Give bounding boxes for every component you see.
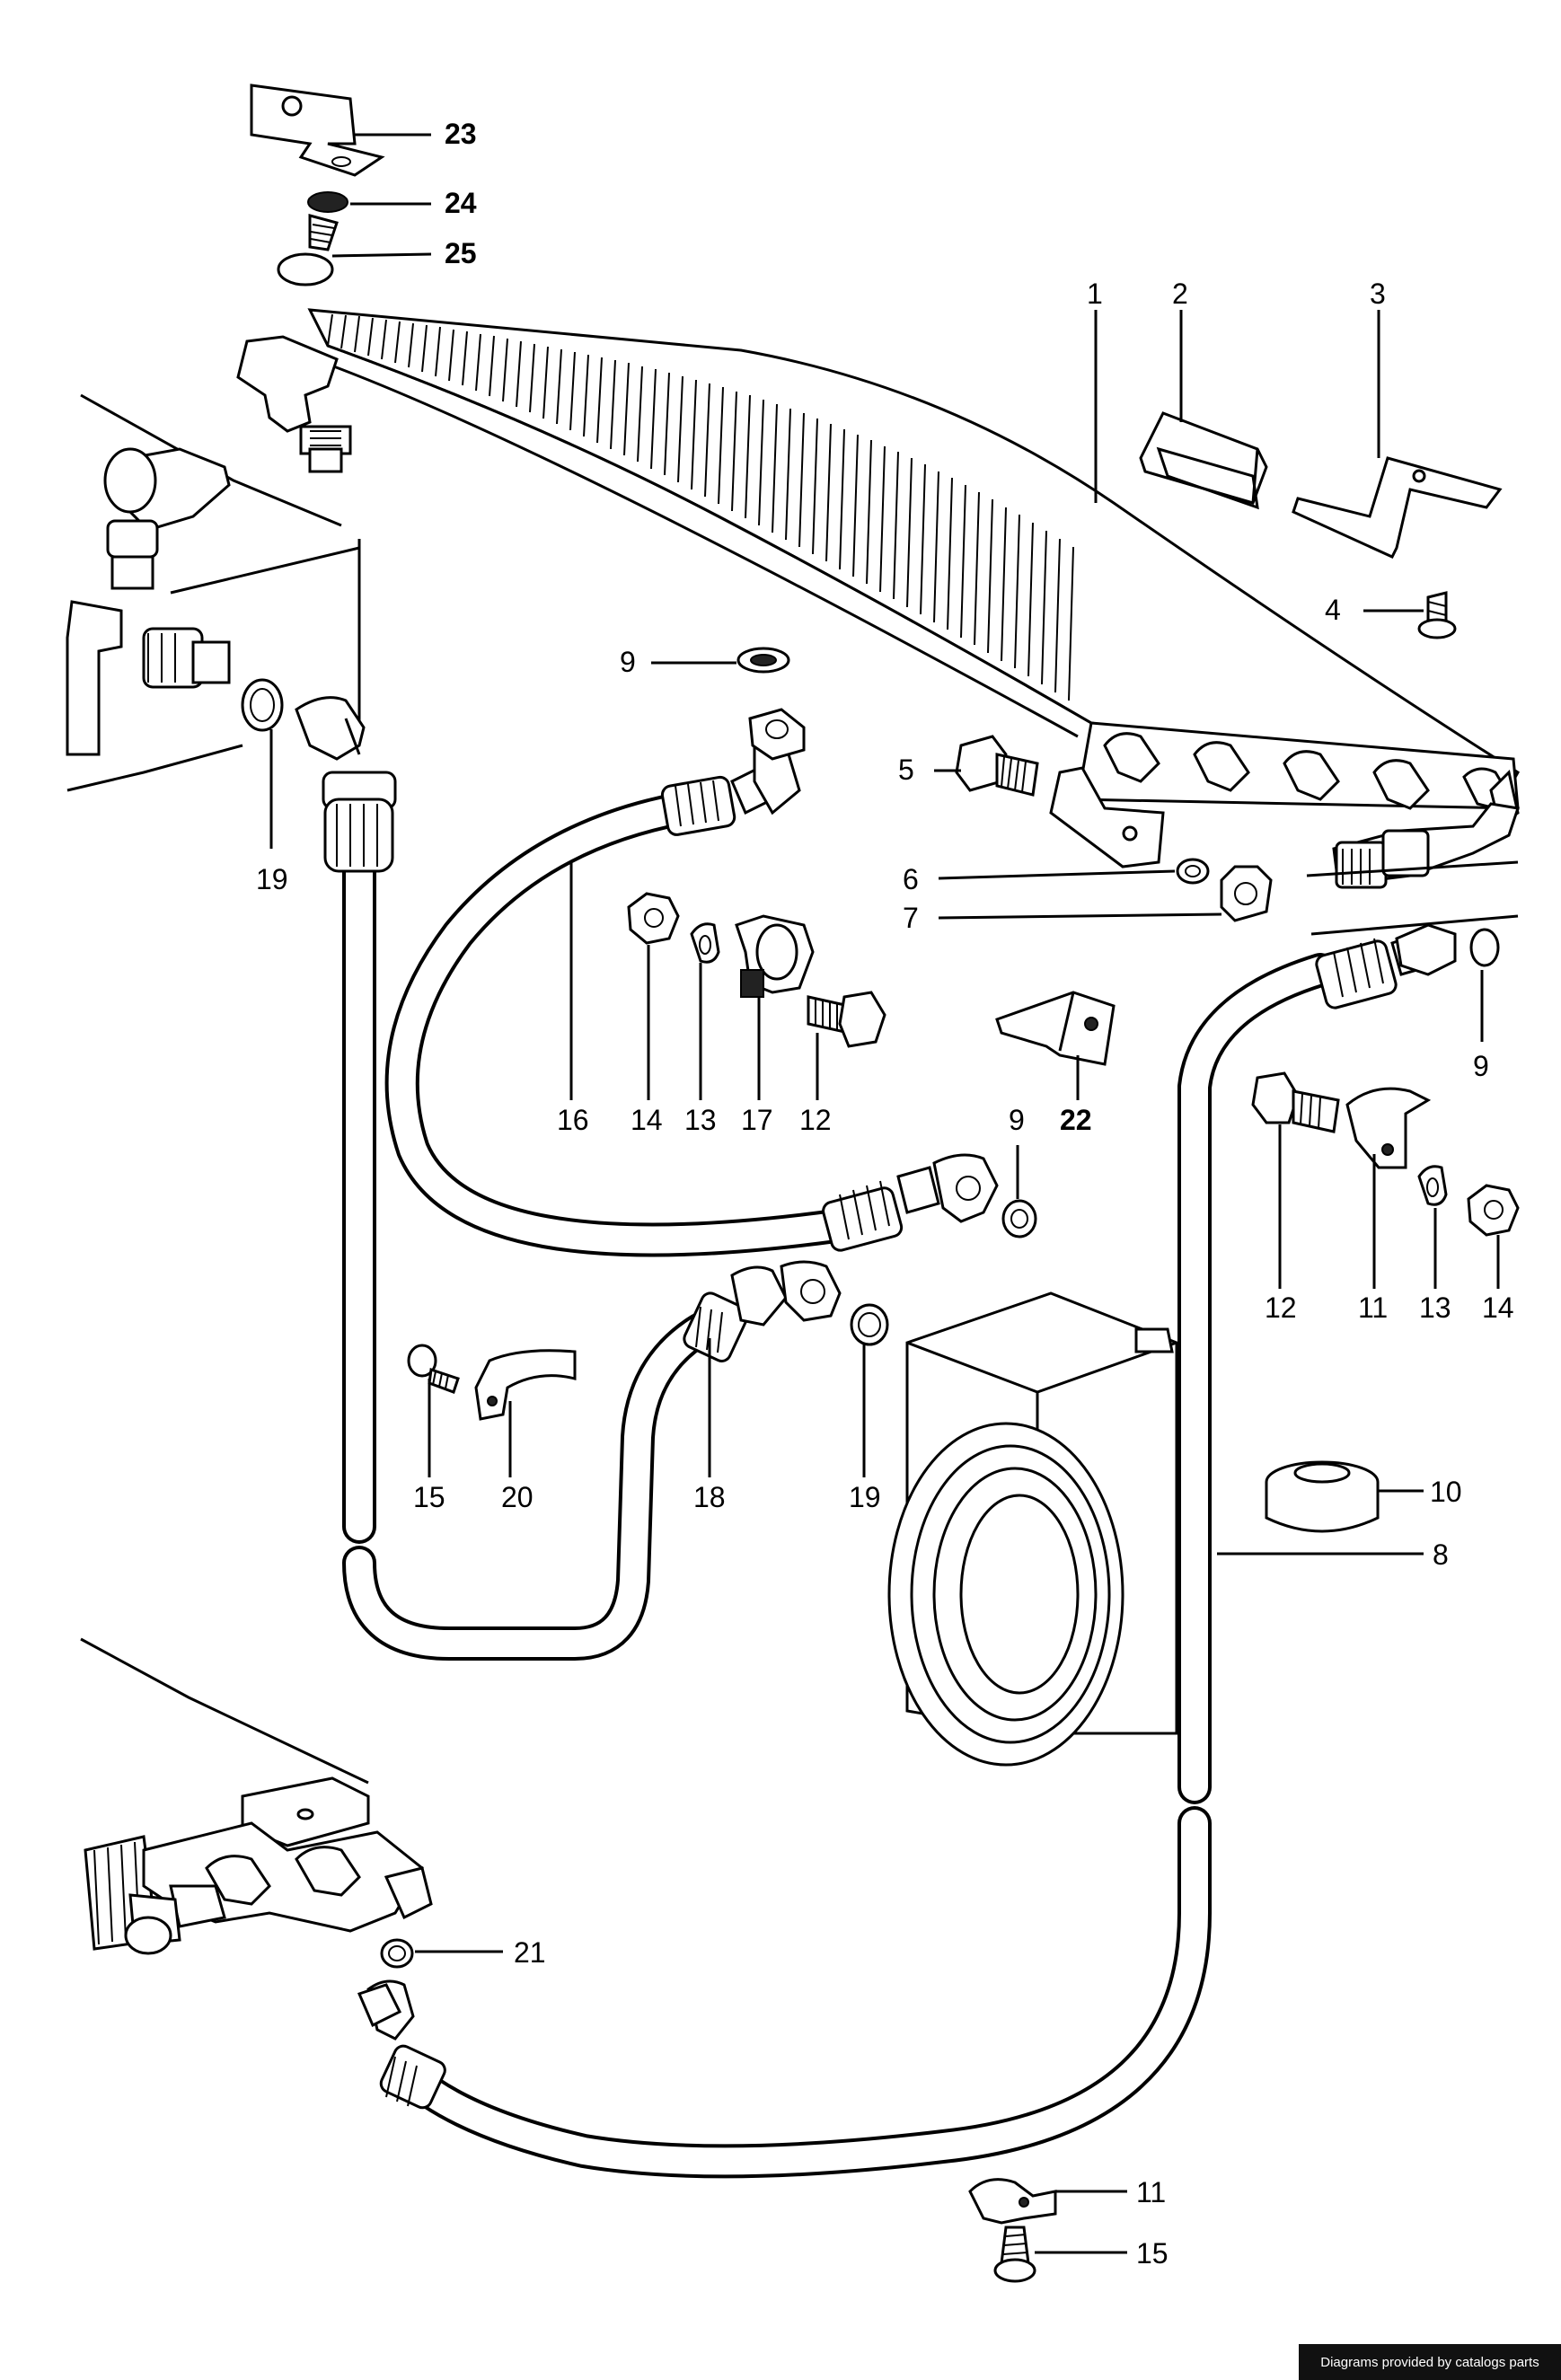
- callout-14-left: 14: [631, 1104, 663, 1136]
- hose-part-16: [384, 708, 999, 1257]
- footer-credit: Diagrams provided by catalogs parts: [1299, 2344, 1561, 2380]
- washer-part-9-right: [1469, 928, 1500, 967]
- screw-part-15-left: [407, 1344, 460, 1394]
- washer-part-13-left: [690, 922, 720, 964]
- nut-part-14-left: [627, 892, 680, 945]
- callout-23: 23: [445, 118, 477, 150]
- bracket-part-2: [1139, 411, 1268, 510]
- callout-14-right: 14: [1482, 1291, 1514, 1324]
- clip-part-11-right: [1345, 1087, 1432, 1169]
- ring-part-19-left: [241, 678, 284, 732]
- callout-19-left: 19: [256, 863, 288, 895]
- callout-9-top: 9: [620, 646, 636, 678]
- oil-cooler-fins: [327, 313, 1074, 701]
- callout-3: 3: [1370, 278, 1386, 310]
- bolt-part-12-left: [807, 991, 886, 1048]
- callout-1: 1: [1087, 278, 1103, 310]
- left-fitting-elbow: [66, 447, 231, 756]
- leader-lines: [269, 133, 1500, 2254]
- callout-7: 7: [903, 902, 919, 934]
- washer-part-9-mid: [1001, 1199, 1037, 1238]
- lower-left-fittings: [84, 1776, 433, 1955]
- fan-motor-housing: [887, 1291, 1178, 1767]
- callout-21: 21: [514, 1936, 546, 1969]
- clip-part-20: [474, 1349, 577, 1421]
- callout-12-right: 12: [1265, 1291, 1297, 1324]
- hose-part-18-fitting: [683, 1260, 842, 1362]
- callout-20: 20: [501, 1481, 534, 1513]
- bracket-part-3: [1292, 456, 1503, 559]
- callout-15-bottom: 15: [1136, 2237, 1169, 2270]
- bracket-part-23: [250, 84, 385, 177]
- callout-2: 2: [1172, 278, 1188, 310]
- washer-part-6: [1176, 858, 1210, 885]
- callout-22: 22: [1060, 1104, 1092, 1136]
- callout-13-right: 13: [1419, 1291, 1451, 1324]
- callout-labels: 23 24 25 1 2 3 4 9 5 6 7 9 19 16 14 13 1…: [256, 118, 1514, 2270]
- screw-part-4: [1417, 591, 1457, 639]
- callout-17: 17: [741, 1104, 773, 1136]
- callout-13-left: 13: [684, 1104, 717, 1136]
- callout-19-mid: 19: [849, 1481, 881, 1513]
- callout-9-right: 9: [1473, 1050, 1489, 1082]
- nut-part-7: [1220, 865, 1273, 922]
- oil-cooler-tubes: [1049, 721, 1520, 868]
- callout-11-bottom: 11: [1136, 2176, 1166, 2208]
- screw-part-25: [277, 214, 339, 286]
- washer-part-24: [307, 191, 348, 213]
- hose-left-vertical: [342, 773, 718, 1661]
- callout-10: 10: [1430, 1476, 1462, 1508]
- callout-16: 16: [557, 1104, 589, 1136]
- bracket-part-22: [995, 991, 1116, 1066]
- hose-part-8: [357, 923, 1457, 2179]
- callout-15-left: 15: [413, 1481, 445, 1513]
- callout-18: 18: [693, 1481, 726, 1513]
- bolt-part-12-right: [1251, 1071, 1340, 1133]
- callout-8: 8: [1433, 1538, 1449, 1571]
- callout-9-mid: 9: [1009, 1104, 1025, 1136]
- callout-12-left: 12: [799, 1104, 832, 1136]
- grommet-part-10: [1265, 1460, 1380, 1533]
- engine-left-outline: [66, 393, 369, 1785]
- washer-part-13-right: [1417, 1165, 1448, 1206]
- bolt-part-5: [955, 735, 1039, 797]
- callout-5: 5: [898, 754, 914, 786]
- oil-cooler-left-mount: [236, 335, 352, 473]
- callout-11-right: 11: [1358, 1291, 1388, 1324]
- right-tube-fitting: [1306, 802, 1520, 936]
- clip-part-11-bottom: [968, 2178, 1057, 2225]
- washer-part-9-top: [736, 647, 790, 674]
- callout-6: 6: [903, 863, 919, 895]
- callout-4: 4: [1325, 594, 1341, 626]
- callout-24: 24: [445, 187, 477, 219]
- callout-25: 25: [445, 237, 477, 269]
- screw-part-15-bottom: [993, 2226, 1036, 2283]
- hose-left-top-fitting: [295, 696, 397, 873]
- nut-part-14-right: [1467, 1184, 1520, 1237]
- clamp-part-17: [735, 914, 815, 998]
- ring-part-21: [380, 1938, 414, 1969]
- ring-part-19-mid: [850, 1303, 889, 1346]
